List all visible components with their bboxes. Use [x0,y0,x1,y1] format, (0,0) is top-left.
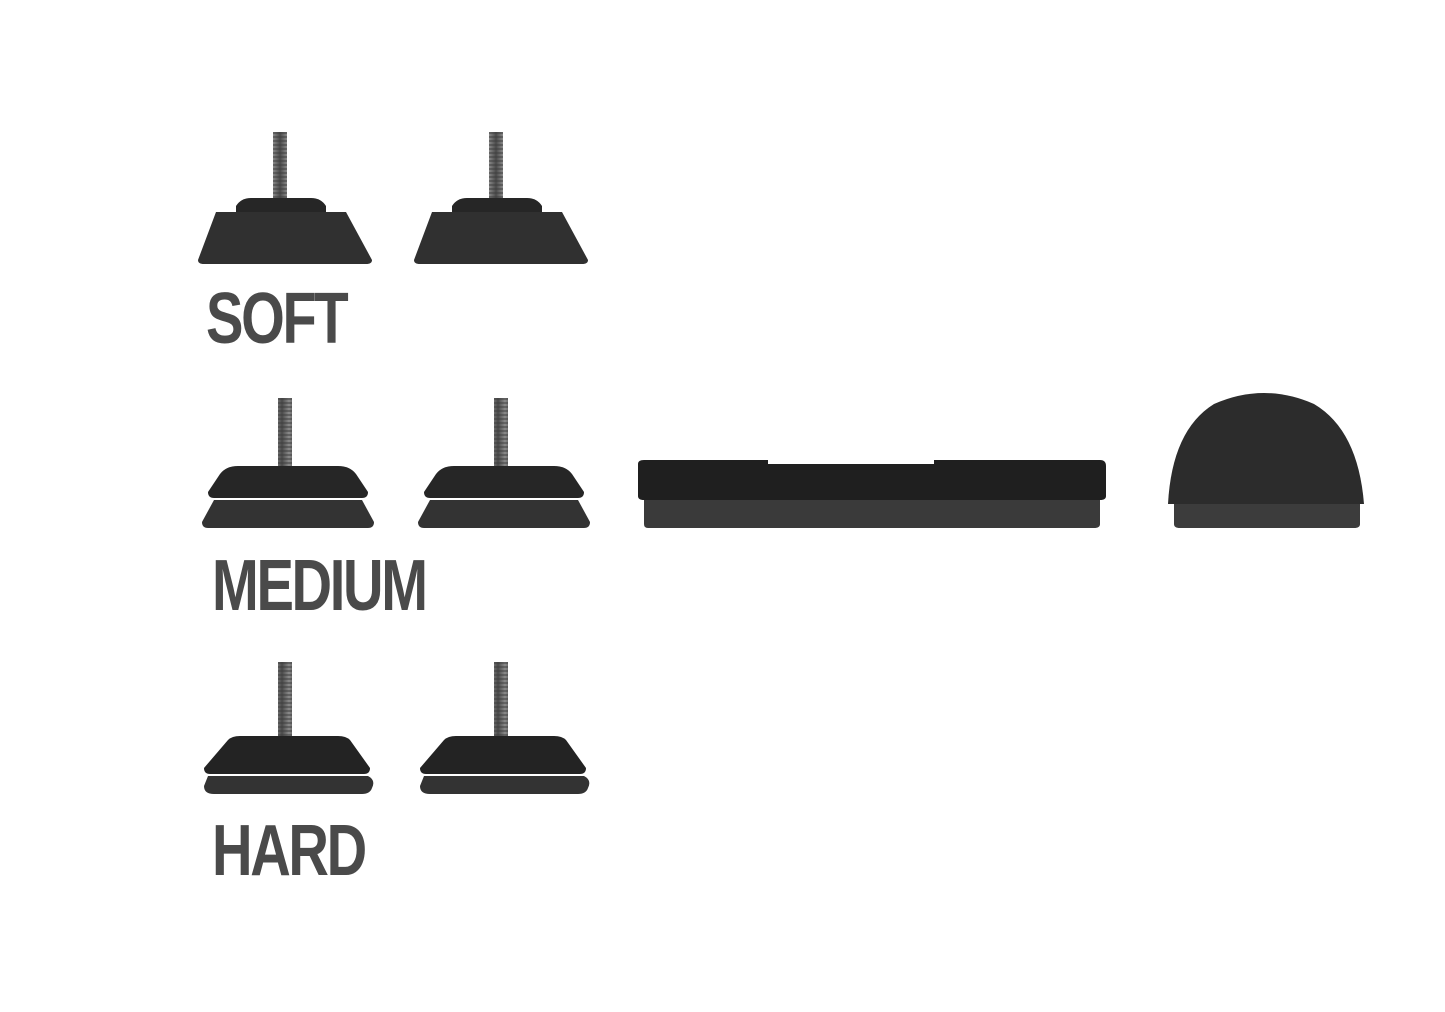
soft-foot-right [412,130,592,266]
medium-foot-left [198,396,378,532]
hard-foot-left [198,660,378,796]
rounded-end-foot [1164,390,1370,532]
medium-label: MEDIUM [212,546,428,626]
flat-bar-foot [634,458,1110,534]
hard-foot-right [414,660,594,796]
medium-foot-right [414,396,594,532]
hard-label: HARD [212,811,367,891]
soft-foot-left [196,130,376,266]
soft-label: SOFT [206,279,349,359]
